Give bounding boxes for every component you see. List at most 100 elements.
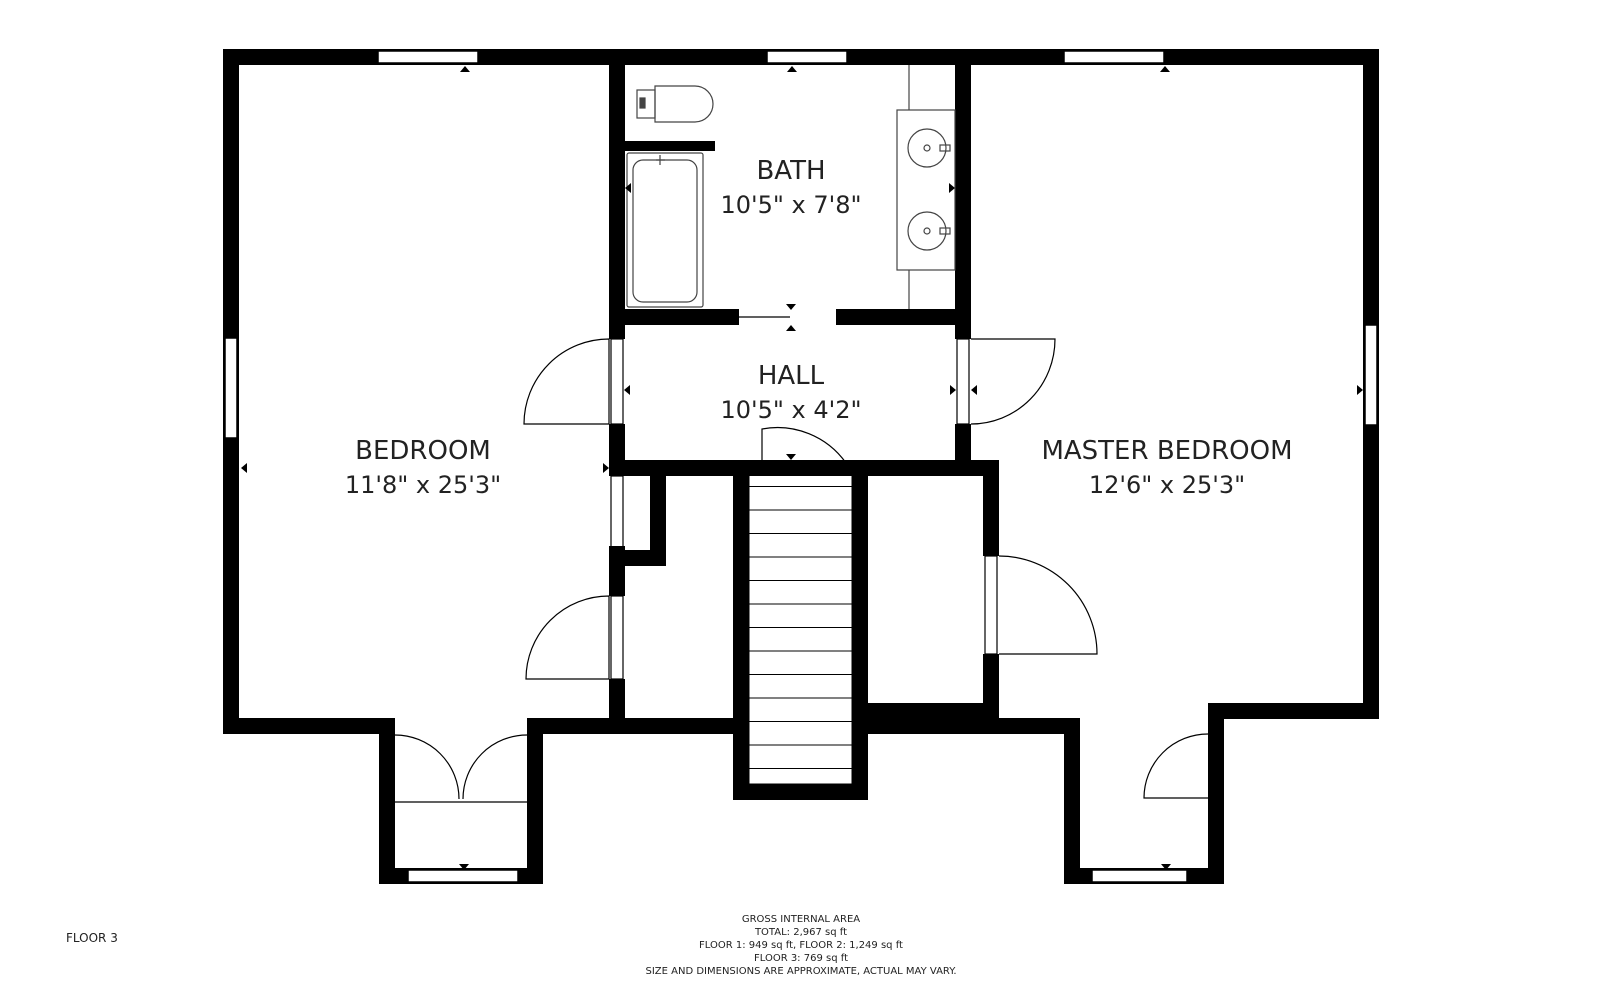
room-dims-master: 12'6" x 25'3" [1089, 471, 1245, 499]
wall-closet-a-right [650, 460, 666, 566]
walls [223, 49, 1379, 884]
wall-bath-bottom-left [609, 309, 739, 325]
wall-bay-right-side2 [1064, 718, 1080, 884]
wall-stair-left [733, 463, 749, 800]
wall-closet-left2 [609, 679, 625, 734]
bathtub-faucet [656, 155, 665, 165]
wall-master-left [955, 49, 971, 339]
wall-closet-a-bottom [609, 550, 666, 566]
stair-rail [748, 462, 853, 785]
sink-upper-drain [923, 144, 931, 152]
wall-bottom-right [1208, 703, 1379, 719]
wall-stair-bottom [733, 784, 868, 800]
marker-master-right [1357, 385, 1363, 395]
door-jambs [610, 338, 998, 680]
wall-bottom-left [223, 718, 393, 734]
opening-bedroom-hall [609, 339, 625, 424]
wall-master-closet2 [983, 654, 999, 719]
marker-master-top [1160, 66, 1170, 72]
marker-bath-door-top [786, 304, 796, 310]
window-master-right [1364, 324, 1378, 426]
jamb-master-closet [984, 555, 998, 655]
sink-upper [907, 128, 947, 168]
room-labels: BEDROOM 11'8" x 25'3" BATH 10'5" x 7'8" … [345, 156, 1293, 499]
door-openings [609, 339, 999, 679]
area-total: TOTAL: 2,967 sq ft [754, 927, 847, 938]
wall-bottom-mid-left [527, 718, 740, 734]
door-swing-bedroom-closet [525, 595, 610, 680]
wall-bay-right-side [1208, 703, 1224, 884]
wall-bedroom-right [609, 49, 625, 339]
sink-lower-drain [923, 227, 931, 235]
door-swing-master [970, 338, 1056, 425]
wall-hall-bottom [609, 460, 999, 476]
window-bay-right [1091, 869, 1188, 883]
door-swing-bay-right [1143, 733, 1209, 799]
bathtub-inner [632, 159, 698, 303]
sink-upper-tap [939, 144, 951, 152]
marker-bay-left [459, 864, 469, 870]
area-floor-3: FLOOR 3: 769 sq ft [754, 953, 848, 964]
wall-markers [241, 66, 1363, 870]
windows [224, 50, 1378, 883]
stairs [748, 462, 853, 785]
floor-label: FLOOR 3 [66, 931, 118, 945]
marker-hall-right [950, 385, 956, 395]
wall-bay-left-side [379, 718, 395, 884]
window-bath-top [766, 50, 848, 64]
bathtub [626, 152, 704, 308]
stair-treads [749, 486, 852, 769]
door-swings [394, 316, 1209, 803]
marker-bath-top [787, 66, 797, 72]
door-swing-bay-left-a [394, 734, 460, 800]
sink-lower-tap [939, 227, 951, 235]
sink-lower [907, 211, 947, 251]
toilet-bowl [654, 85, 714, 123]
toilet-flush [639, 97, 646, 109]
marker-bedroom-top [460, 66, 470, 72]
jamb-bedroom-closet [610, 595, 624, 680]
jamb-master-hall [956, 338, 970, 425]
door-swing-master-closet [998, 555, 1098, 655]
wall-master-closet-bottom [862, 703, 999, 719]
bath-fixtures [626, 65, 956, 309]
area-heading: GROSS INTERNAL AREA [742, 914, 860, 925]
wall-bath-bottom-right [836, 309, 971, 325]
wall-bottom-mid-right [862, 718, 1080, 734]
jamb-closet-a [610, 475, 624, 551]
window-bedroom-left [224, 337, 238, 439]
wall-bay-left-side2 [527, 718, 543, 884]
marker-master-left [971, 385, 977, 395]
opening-master-hall [955, 339, 971, 424]
room-name-master: MASTER BEDROOM [1041, 436, 1292, 466]
marker-bay-right [1161, 864, 1171, 870]
wall-tub-ledge [625, 141, 715, 151]
door-swing-bay-left-b [462, 734, 528, 800]
jamb-bedroom-hall [610, 338, 624, 425]
door-swing-bedroom [523, 338, 610, 425]
vanity-counter [896, 109, 956, 271]
marker-bath-left [625, 183, 631, 193]
marker-bedroom-right [603, 463, 609, 473]
marker-bedroom-left [241, 463, 247, 473]
opening-master-closet [983, 556, 999, 654]
room-dims-bedroom: 11'8" x 25'3" [345, 471, 501, 499]
room-dims-bath: 10'5" x 7'8" [720, 191, 861, 219]
marker-hall-left [624, 385, 630, 395]
wall-stair-right [852, 463, 868, 800]
room-dims-hall: 10'5" x 4'2" [720, 396, 861, 424]
marker-hall-bottom [786, 454, 796, 460]
room-name-bedroom: BEDROOM [355, 436, 491, 466]
opening-bedroom-closet [609, 596, 625, 679]
wall-master-left-lower [955, 424, 971, 476]
area-floors-1-2: FLOOR 1: 949 sq ft, FLOOR 2: 1,249 sq ft [699, 940, 903, 951]
area-notes: GROSS INTERNAL AREA TOTAL: 2,967 sq ft F… [646, 914, 957, 977]
marker-bath-door-bottom [786, 325, 796, 331]
room-name-bath: BATH [756, 156, 825, 186]
window-master-top [1063, 50, 1165, 64]
wall-master-closet [983, 460, 999, 556]
door-swing-hall-stair [761, 426, 847, 464]
room-name-hall: HALL [758, 361, 825, 391]
area-disclaimer: SIZE AND DIMENSIONS ARE APPROXIMATE, ACT… [646, 966, 957, 977]
